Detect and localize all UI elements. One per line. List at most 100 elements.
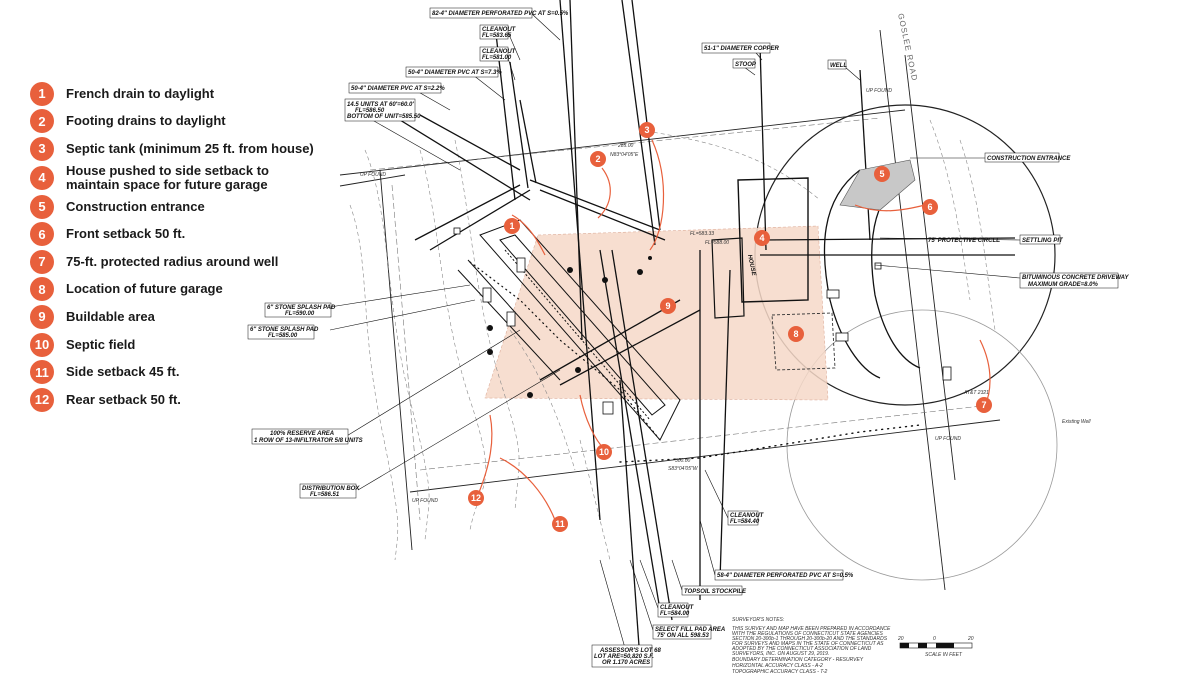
label-road: GOSLEE ROAD [896,13,919,83]
callout-number: 1 [509,221,514,231]
callout-number: 6 [927,202,932,212]
legend-text: Front setback 50 ft. [66,226,186,242]
notes-line-9: TOPOGRAPHIC ACCURACY CLASS - T-2 [732,669,828,675]
legend-item: 3 Septic tank (minimum 25 ft. from house) [30,135,340,163]
legend-text: House pushed to side setback to maintain… [66,162,269,192]
callout-2: 2 [590,151,606,167]
label-construction-entrance: CONSTRUCTION ENTRANCE [987,156,1071,162]
label-cleanout-2b: FL=581.00 [482,55,512,61]
future-garage [771,312,836,371]
label-pvc-22: 50-4" DIAMETER PVC AT S=2.2% [351,86,445,92]
label-cleanout-1a: CLEANOUT [482,27,517,33]
callout-9: 9 [660,298,676,314]
legend-number-badge: 11 [30,360,54,385]
label-reserve-2: 1 ROW OF 13-INFILTRATOR 5/8 UNITS [254,438,363,444]
label-dim-bearing-2: S83°04'05"W [668,466,699,472]
label-existing-well: Existing Well [1062,419,1091,425]
existing-well-circle [786,309,1058,581]
legend-item: 10 Septic field [30,331,340,359]
notes-line-1: THIS SURVEY AND MAP HAVE BEEN PREPARED I… [732,626,891,632]
callout-number: 4 [759,233,764,243]
label-att: AT&T 2321 [963,390,989,396]
label-copper: 51-1" DIAMETER COPPER [704,46,780,52]
label-units-1: 14.5 UNITS AT 60'=60.0' [347,102,414,108]
label-splash-2a: 6" STONE SPLASH PAD [250,327,319,333]
label-house: HOUSE [746,254,757,277]
callout-5: 5 [874,166,890,182]
legend-item: 4 House pushed to side setback to maintai… [30,163,340,193]
label-units-2: FL=586.50 [355,108,385,114]
legend-number-badge: 5 [30,194,54,219]
label-protective-circle: 75' PROTECTIVE CIRCLE [928,238,1001,244]
callout-1: 1 [504,218,520,234]
scale-bar: 20 0 20 SCALE IN FEET [897,636,974,658]
legend-text: Footing drains to daylight [66,113,226,129]
legend-text: Construction entrance [66,198,205,214]
legend-number-badge: 6 [30,222,54,247]
notes-line-5: ADOPTED BY THE CONNECTICUT ASSOCIATION O… [731,646,872,652]
label-splash-1b: FL=590.00 [285,311,315,317]
callout-number: 8 [793,329,798,339]
label-settling-pit: SETTLING PIT [1022,238,1064,244]
septic-field [457,219,681,441]
legend-text: Rear setback 50 ft. [66,391,181,407]
label-cleanout-3a: CLEANOUT [730,513,765,519]
legend-text: Location of future garage [66,281,223,297]
legend: 1 French drain to daylight 2 Footing drains… [30,80,340,414]
label-up-found-1: UP FOUND [360,172,386,178]
legend-number-badge: 10 [30,332,54,357]
scale-label-a: 20 [897,636,904,642]
notes-line-3: SECTION 20-300b-1 THROUGH 20-300b-20 AND… [732,636,888,642]
legend-text: Septic tank (minimum 25 ft. from house) [66,140,314,156]
label-cleanout-1b: FL=583.65 [482,33,512,39]
notes-line-7: BOUNDARY DETERMINATION CATEGORY - RESURV… [732,657,864,663]
label-dim-bearing: N83°04'05"E [610,152,639,158]
legend-number-badge: 12 [30,387,54,412]
label-splash-1a: 6" STONE SPLASH PAD [267,305,336,311]
label-stoop: STOOP [735,62,757,68]
label-up-found-3: UP FOUND [935,436,961,442]
scale-label-b: 0 [933,636,936,642]
notes-line-4: FOR SURVEYS AND MAPS IN THE STATE OF CON… [732,641,884,647]
callout-11: 11 [552,516,568,532]
label-cleanout-2a: CLEANOUT [482,49,517,55]
legend-number-badge: 9 [30,304,54,329]
legend-text: French drain to daylight [66,85,215,101]
label-driveway-2: MAXIMUM GRADE=8.0% [1028,282,1099,288]
callout-4: 4 [754,230,770,246]
label-pvc-734: 50-4" DIAMETER PVC AT S=7.3% [408,70,502,76]
label-dim-300: 300.00 [675,458,691,464]
callout-8: 8 [788,326,804,342]
label-assessor-3: OR 1.170 ACRES [602,660,650,666]
legend-item: 2 Footing drains to daylight [30,108,340,136]
callout-number: 7 [981,400,986,410]
label-well: WELL [830,63,847,69]
callout-number: 5 [879,169,884,179]
legend-number-badge: 2 [30,109,54,134]
legend-text: Septic field [66,336,136,352]
label-splash-2b: FL=585.00 [268,333,298,339]
label-driveway-1: BITUMINOUS CONCRETE DRIVEWAY [1022,275,1130,281]
label-dim-285: 285.00 [617,143,634,149]
legend-number-badge: 4 [30,165,54,190]
construction-entrance [839,159,916,211]
legend-text: 75-ft. protected radius around well [66,253,279,269]
label-fl-58333: FL=583.33 [690,231,714,237]
label-assessor-2: LOT ARE=50,820 S.F. [594,654,654,660]
legend-number-badge: 3 [30,136,54,161]
callout-12: 12 [468,490,484,506]
callout-number: 12 [471,493,481,503]
label-fl-58800: FL=588.00 [705,240,729,246]
callout-7: 7 [976,397,992,413]
label-perf-top: 82-4" DIAMETER PERFORATED PVC AT S=0.5% [432,11,569,17]
legend-number-badge: 1 [30,81,54,106]
legend-item: 12 Rear setback 50 ft. [30,386,340,414]
scale-label-c: 20 [967,636,974,642]
label-topsoil: TOPSOIL STOCKPILE [684,589,747,595]
label-cleanout-3b: FL=584.40 [730,519,760,525]
surveyor-notes: SURVEYOR'S NOTES: THIS SURVEY AND MAP HA… [731,617,891,675]
label-fill-2: 75' ON ALL 598.53 [657,633,709,639]
